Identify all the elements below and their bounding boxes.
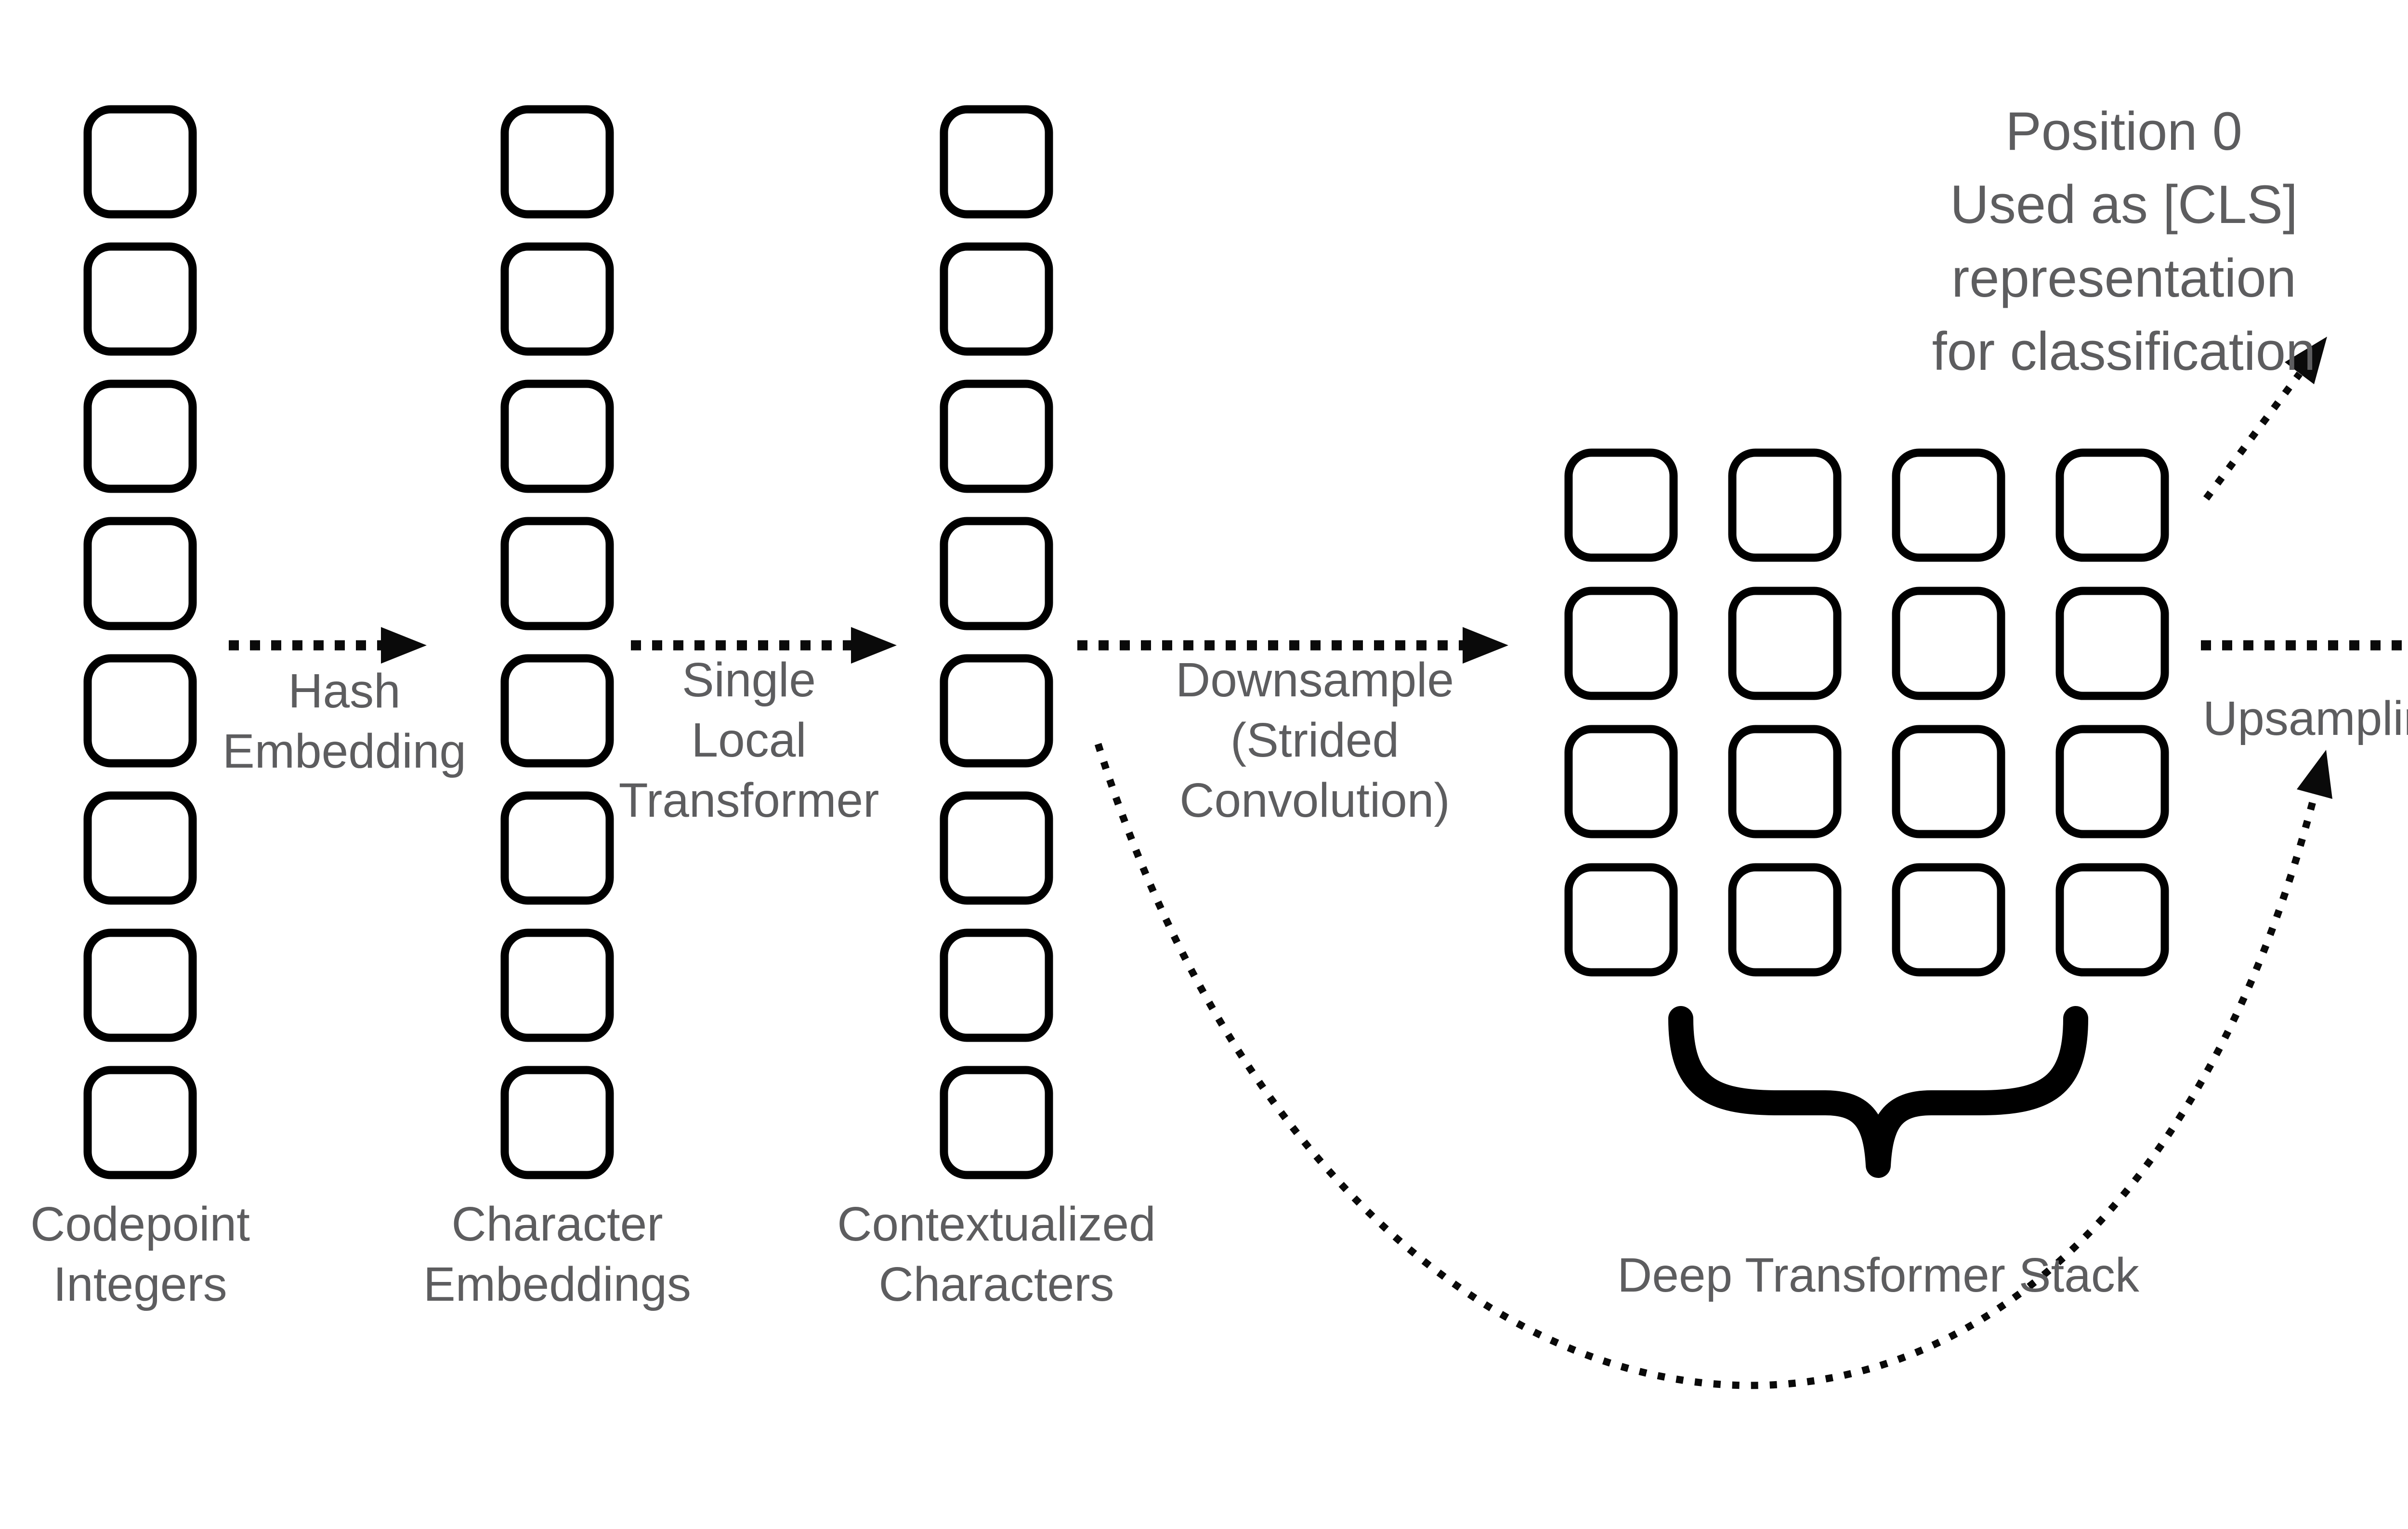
token-box-contextualized-characters — [940, 654, 1053, 768]
token-box-deep-transformer-stack — [1728, 587, 1842, 700]
label-upsampling: Upsampling — [2202, 692, 2408, 745]
token-box-contextualized-characters — [940, 379, 1053, 493]
token-box-codepoint-integers — [83, 1066, 197, 1179]
token-box-deep-transformer-stack — [2055, 725, 2169, 838]
label-hash-embedding: Hash Embedding — [222, 664, 466, 778]
token-box-deep-transformer-stack — [2055, 863, 2169, 977]
token-box-contextualized-characters — [940, 242, 1053, 356]
token-box-deep-transformer-stack — [1564, 587, 1678, 700]
token-box-deep-transformer-stack — [1892, 863, 2005, 977]
token-box-contextualized-characters — [940, 517, 1053, 630]
hash-embedding-arrow-head-icon — [381, 627, 427, 664]
token-box-character-embeddings — [500, 791, 614, 905]
token-box-deep-transformer-stack — [1564, 448, 1678, 562]
token-box-contextualized-characters — [940, 1066, 1053, 1179]
token-box-character-embeddings — [500, 379, 614, 493]
label-deep-transformer-stack: Deep Transformer Stack — [1617, 1248, 2139, 1302]
cls-annotation-arrow — [2203, 371, 2303, 501]
label-character-embeddings: Character Embeddings — [423, 1197, 691, 1311]
token-box-character-embeddings — [500, 654, 614, 768]
token-box-character-embeddings — [500, 1066, 614, 1179]
token-box-codepoint-integers — [83, 379, 197, 493]
token-box-codepoint-integers — [83, 654, 197, 768]
label-downsample: Downsample (Strided Convolution) — [1175, 653, 1454, 827]
token-box-character-embeddings — [500, 928, 614, 1042]
label-codepoint-integers: Codepoint Integers — [30, 1197, 250, 1311]
token-box-deep-transformer-stack — [1728, 725, 1842, 838]
single-local-transformer-arrow-head-icon — [851, 627, 897, 664]
token-box-codepoint-integers — [83, 105, 197, 219]
token-box-deep-transformer-stack — [1892, 587, 2005, 700]
token-box-codepoint-integers — [83, 791, 197, 905]
token-box-contextualized-characters — [940, 928, 1053, 1042]
token-box-deep-transformer-stack — [1728, 448, 1842, 562]
downsample-arrow-head-icon — [1463, 627, 1508, 664]
token-box-deep-transformer-stack — [1564, 725, 1678, 838]
token-box-deep-transformer-stack — [2055, 448, 2169, 562]
token-box-codepoint-integers — [83, 517, 197, 630]
skip-connection-arrow-head-icon — [2297, 750, 2332, 799]
underbrace-icon — [1668, 1006, 2088, 1178]
token-boxes-layer — [83, 105, 2169, 1179]
skip-connection-curve — [1094, 743, 2318, 1389]
label-cls-annotation: Position 0 Used as [CLS] representation … — [1932, 101, 2316, 381]
token-box-codepoint-integers — [83, 242, 197, 356]
cls-annotation-arrow-head-icon — [2285, 337, 2327, 384]
token-box-character-embeddings — [500, 105, 614, 219]
label-contextualized-characters: Contextualized Characters — [837, 1197, 1156, 1311]
token-box-character-embeddings — [500, 242, 614, 356]
token-box-deep-transformer-stack — [1892, 725, 2005, 838]
token-box-contextualized-characters — [940, 105, 1053, 219]
token-box-deep-transformer-stack — [1564, 863, 1678, 977]
token-box-deep-transformer-stack — [1892, 448, 2005, 562]
label-single-local-transformer: Single Local Transformer — [618, 653, 879, 827]
token-box-contextualized-characters — [940, 791, 1053, 905]
token-box-character-embeddings — [500, 517, 614, 630]
token-box-deep-transformer-stack — [1728, 863, 1842, 977]
token-box-deep-transformer-stack — [2055, 587, 2169, 700]
token-box-codepoint-integers — [83, 928, 197, 1042]
